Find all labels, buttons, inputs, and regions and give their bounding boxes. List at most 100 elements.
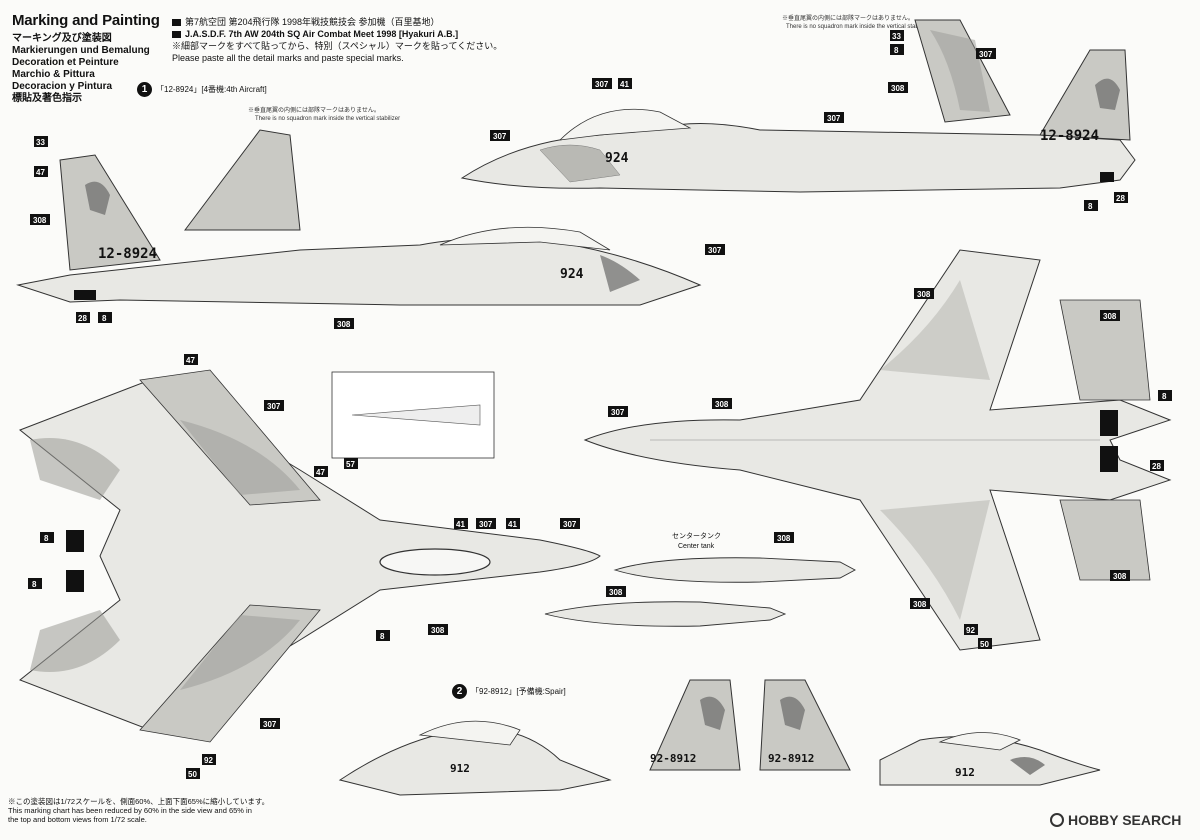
aircraft2-tail-right: 92-8912 bbox=[759, 679, 851, 771]
svg-text:308: 308 bbox=[1113, 572, 1127, 581]
callout-41-c: 41 bbox=[506, 518, 520, 529]
wing-tank-drawing bbox=[544, 601, 787, 627]
callout-47-b: 47 bbox=[184, 354, 198, 365]
svg-text:307: 307 bbox=[708, 246, 722, 255]
svg-text:307: 307 bbox=[563, 520, 577, 529]
aircraft2-caption: 「92-8912」[予備機:Spair] bbox=[471, 687, 566, 696]
svg-text:47: 47 bbox=[36, 168, 45, 177]
callout-33-a: 33 bbox=[890, 30, 904, 41]
callout-8-d: 8 bbox=[1158, 390, 1172, 401]
aircraft2-tail-serial-right: 92-8912 bbox=[768, 752, 814, 765]
aircraft2-side-view: 912 bbox=[338, 720, 612, 796]
aircraft1-label: 1 「12-8924」[4番機:4th Aircraft] bbox=[137, 82, 267, 97]
svg-text:307: 307 bbox=[595, 80, 609, 89]
callout-50-a: 50 bbox=[978, 638, 992, 649]
callout-308-k: 308 bbox=[606, 586, 626, 597]
svg-text:92: 92 bbox=[966, 626, 975, 635]
callout-307-f: 307 bbox=[608, 406, 628, 417]
svg-text:308: 308 bbox=[913, 600, 927, 609]
header-info: 第7航空団 第204飛行隊 1998年戦技競技会 参加機（百里基地） J.A.S… bbox=[172, 16, 502, 64]
svg-text:8: 8 bbox=[1088, 202, 1093, 211]
scale-note-jp: ※この塗装図は1/72スケールを、側面60%、上面下面65%に縮小しています。 bbox=[8, 797, 270, 806]
tail-serial-right: 12-8924 bbox=[1040, 128, 1099, 144]
callout-33-b: 33 bbox=[34, 136, 48, 147]
aircraft2-label: 2 「92-8912」[予備機:Spair] bbox=[452, 684, 566, 699]
svg-text:308: 308 bbox=[917, 290, 931, 299]
svg-text:50: 50 bbox=[188, 770, 197, 779]
bottom-view bbox=[583, 249, 1172, 651]
center-tank-label-en: Center tank bbox=[678, 543, 715, 550]
svg-text:308: 308 bbox=[33, 216, 47, 225]
callout-8-c: 8 bbox=[98, 312, 112, 323]
callout-307-g: 307 bbox=[264, 400, 284, 411]
lang-cn: 標貼及著色指示 bbox=[12, 93, 82, 104]
callout-57-a: 57 bbox=[344, 458, 358, 469]
svg-text:28: 28 bbox=[1152, 462, 1161, 471]
callout-308-h: 308 bbox=[910, 598, 930, 609]
svg-text:28: 28 bbox=[1116, 194, 1125, 203]
callout-8-e: 8 bbox=[376, 630, 390, 641]
callout-307-d: 307 bbox=[976, 48, 996, 59]
callout-8-f: 8 bbox=[40, 532, 54, 543]
svg-text:307: 307 bbox=[479, 520, 493, 529]
center-tank-label-jp: センタータンク bbox=[672, 531, 721, 540]
callout-307-j: 307 bbox=[260, 718, 280, 729]
callout-308-d: 308 bbox=[712, 398, 732, 409]
aircraft2-number-badge: 2 bbox=[452, 684, 467, 699]
no-mark-note-jp: ※垂直尾翼の内側には部隊マークはありません。 bbox=[248, 108, 380, 114]
lang-jp: マーキング及び塗装図 bbox=[12, 33, 112, 44]
svg-text:92: 92 bbox=[204, 756, 213, 765]
svg-text:308: 308 bbox=[609, 588, 623, 597]
scale-note-en-2: the top and bottom views from 1/72 scale… bbox=[8, 815, 147, 824]
svg-text:8: 8 bbox=[32, 580, 37, 589]
svg-text:41: 41 bbox=[620, 80, 629, 89]
side-view-right: 12-8924 924 bbox=[460, 19, 1136, 193]
svg-text:307: 307 bbox=[267, 402, 281, 411]
svg-text:307: 307 bbox=[263, 720, 277, 729]
callout-8-g: 8 bbox=[28, 578, 42, 589]
callout-28-c: 28 bbox=[1150, 460, 1164, 471]
callout-92-a: 92 bbox=[964, 624, 978, 635]
lang-es: Decoracion y Pintura bbox=[12, 81, 113, 92]
svg-text:8: 8 bbox=[102, 314, 107, 323]
nose-number-right: 924 bbox=[605, 151, 629, 166]
instruction-jp: ※細部マークをすべて貼ってから、特別（スペシャル）マークを貼ってください。 bbox=[172, 41, 503, 51]
callout-307-i: 307 bbox=[476, 518, 496, 529]
callout-50-b: 50 bbox=[186, 768, 200, 779]
logo-icon bbox=[1050, 813, 1064, 827]
callout-308-e: 308 bbox=[914, 288, 934, 299]
svg-text:8: 8 bbox=[894, 46, 899, 55]
callout-28-a: 28 bbox=[1114, 192, 1128, 203]
aircraft2-nose-number: 912 bbox=[450, 762, 470, 775]
callout-47-a: 47 bbox=[34, 166, 48, 177]
svg-text:57: 57 bbox=[346, 460, 355, 469]
svg-text:41: 41 bbox=[508, 520, 517, 529]
header-line-jp: 第7航空団 第204飛行隊 1998年戦技競技会 参加機（百里基地） bbox=[185, 17, 440, 27]
callout-41-a: 41 bbox=[618, 78, 632, 89]
header-line-en: J.A.S.D.F. 7th AW 204th SQ Air Combat Me… bbox=[185, 29, 459, 39]
svg-text:308: 308 bbox=[891, 84, 905, 93]
aircraft2-nose-right: 912 bbox=[879, 732, 1101, 786]
no-mark-note-jp-2: ※垂直尾翼の内側には部隊マークはありません。 bbox=[782, 16, 914, 22]
svg-text:307: 307 bbox=[493, 132, 507, 141]
svg-text:33: 33 bbox=[36, 138, 45, 147]
side-view-left: 12-8924 924 bbox=[16, 129, 702, 306]
svg-text:308: 308 bbox=[715, 400, 729, 409]
callout-308-c: 308 bbox=[334, 318, 354, 329]
svg-text:33: 33 bbox=[892, 32, 901, 41]
callout-28-b: 28 bbox=[76, 312, 90, 323]
callout-47-c: 47 bbox=[314, 466, 328, 477]
svg-text:307: 307 bbox=[827, 114, 841, 123]
top-view bbox=[19, 369, 601, 743]
callout-308-g: 308 bbox=[1110, 570, 1130, 581]
callout-307-h: 307 bbox=[560, 518, 580, 529]
lang-it: Marchio & Pittura bbox=[12, 69, 95, 80]
svg-text:308: 308 bbox=[1103, 312, 1117, 321]
watermark-logo: HOBBY SEARCH bbox=[1050, 812, 1181, 828]
logo-text: HOBBY SEARCH bbox=[1068, 812, 1182, 828]
callout-308-f: 308 bbox=[1100, 310, 1120, 321]
bullet-square bbox=[172, 19, 181, 27]
callout-307-c: 307 bbox=[824, 112, 844, 123]
no-mark-note-en-2: There is no squadron mark inside the ver… bbox=[786, 24, 932, 30]
